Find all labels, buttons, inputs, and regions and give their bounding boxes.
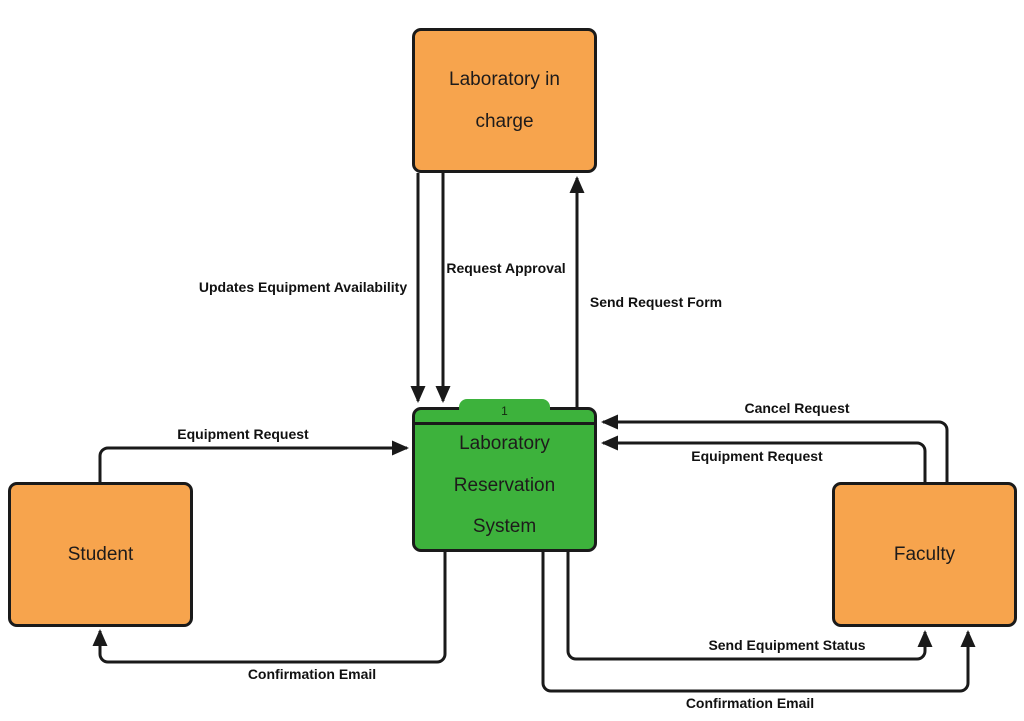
flow-cancel-request-arrow — [601, 414, 949, 482]
node-laboratory-in-charge-label: Laboratory in charge — [449, 68, 560, 132]
process-header-divider — [415, 422, 594, 425]
flow-send-request-form-label: Send Request Form — [589, 294, 723, 310]
node-student: Student — [8, 482, 193, 627]
flow-equipment-request-student-arrow — [98, 440, 409, 482]
flow-send-equipment-status-label: Send Equipment Status — [708, 637, 866, 653]
flow-updates-equipment-availability-label: Updates Equipment Availability — [198, 279, 408, 295]
flow-confirmation-email-student-arrow — [92, 552, 447, 664]
flow-equipment-request-faculty-arrow — [601, 435, 927, 482]
node-laboratory-in-charge: Laboratory in charge — [412, 28, 597, 173]
flow-equipment-request-student-label: Equipment Request — [177, 426, 309, 442]
node-laboratory-reservation-system-label: Laboratory Reservation System — [453, 432, 556, 538]
node-student-label: Student — [67, 543, 134, 565]
flow-cancel-request-label: Cancel Request — [744, 400, 850, 416]
node-laboratory-reservation-system: 1 Laboratory Reservation System — [412, 399, 597, 552]
flow-equipment-request-faculty-label: Equipment Request — [691, 448, 823, 464]
process-number: 1 — [501, 404, 508, 418]
flow-request-approval-label: Request Approval — [446, 260, 566, 276]
flow-send-equipment-status-arrow — [566, 552, 933, 661]
flow-confirmation-email-student-label: Confirmation Email — [247, 666, 377, 682]
flow-confirmation-email-faculty-arrow — [541, 552, 976, 693]
node-faculty-label: Faculty — [893, 543, 956, 565]
node-faculty: Faculty — [832, 482, 1017, 627]
flow-confirmation-email-faculty-label: Confirmation Email — [685, 695, 815, 711]
process-number-tab — [459, 399, 550, 415]
